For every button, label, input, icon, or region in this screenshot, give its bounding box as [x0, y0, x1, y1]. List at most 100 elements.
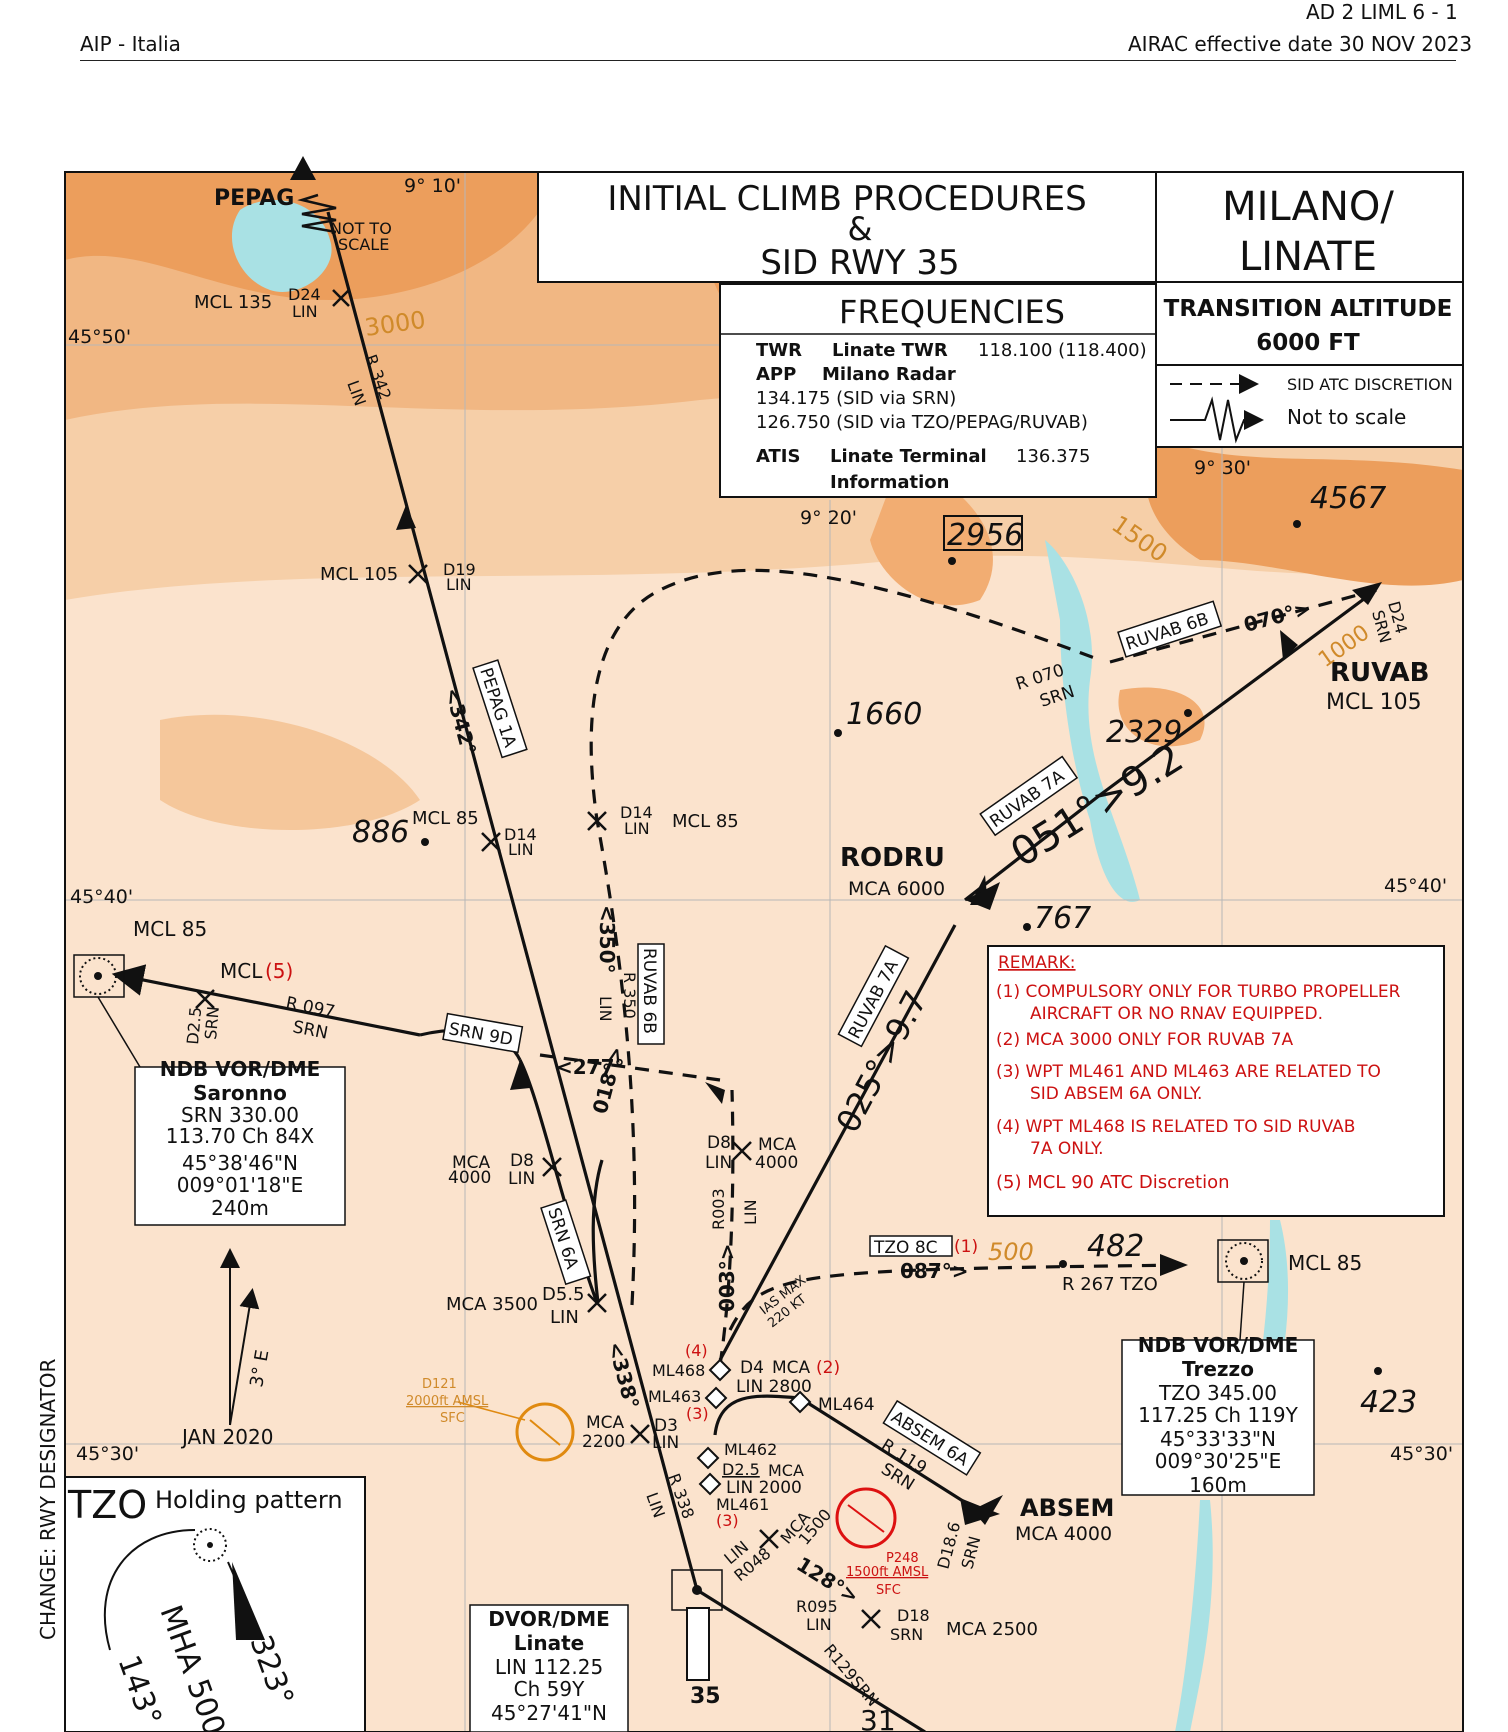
label-r095: R095 — [796, 1597, 838, 1616]
header-left: AIP - Italia — [80, 32, 181, 56]
remarks-box: REMARK: (1) COMPULSORY ONLY FOR TURBO PR… — [987, 945, 1445, 1217]
label-not-to-scale-2: SCALE — [338, 235, 389, 254]
label-d8b-lin: LIN — [705, 1153, 732, 1173]
runway-35 — [686, 1607, 710, 1681]
elevation-886: 886 — [352, 815, 409, 850]
trezzo-info-box: NDB VOR/DME Trezzo TZO 345.00 117.25 Ch … — [1121, 1281, 1315, 1497]
trezzo-l1: NDB VOR/DME — [1138, 1333, 1299, 1357]
label-course-350: <350° — [595, 905, 619, 974]
lat-45-50: 45°50' — [68, 326, 131, 348]
label-d25-srn: D2.5 — [183, 1006, 205, 1045]
lon-9-20: 9° 20' — [800, 507, 857, 529]
label-r003-lin: LIN — [741, 1199, 760, 1225]
frequencies-box: FREQUENCIES TWR Linate TWR 118.100 (118.… — [719, 283, 1157, 498]
legend-dashed: SID ATC DISCRETION — [1287, 375, 1453, 394]
label-ml461-note: (3) — [716, 1511, 739, 1530]
trezzo-l2: Trezzo — [1182, 1357, 1254, 1381]
label-ml462: ML462 — [724, 1440, 777, 1459]
elevation-2329: 2329 — [1106, 715, 1182, 750]
route-r003 — [718, 1089, 735, 1366]
grid-labels: 45°50' 45°40' 45°40' 45°30' 45°30' 9° 10… — [68, 175, 1453, 1465]
header-page-id: AD 2 LIML 6 - 1 — [1306, 0, 1458, 24]
saronno-info-box: NDB VOR/DME Saronno SRN 330.00 113.70 Ch… — [97, 996, 346, 1226]
label-course-087: 087°> — [900, 1259, 969, 1283]
tzo-arrow — [1160, 1254, 1188, 1276]
arrowheads — [290, 156, 1382, 1525]
legend-zigzag: Not to scale — [1287, 405, 1406, 429]
route-srn-9d-dash — [539, 1053, 721, 1082]
freq-atis-label: ATIS — [756, 446, 800, 467]
transition-line1: TRANSITION ALTITUDE — [1164, 296, 1453, 322]
linate-l5: 45°27'41"N — [491, 1701, 607, 1725]
freq-twr-label: TWR — [756, 340, 802, 361]
label-d25-lin: D2.5 — [722, 1460, 760, 1479]
label-course-31: 31 — [860, 1704, 896, 1732]
navaid-linate-symbol — [671, 1569, 723, 1681]
remark-2: (2) MCA 3000 ONLY FOR RUVAB 7A — [996, 1030, 1294, 1050]
label-tzo-8c-group: TZO 8C — [869, 1235, 953, 1258]
label-d4-mca: MCA — [772, 1358, 811, 1378]
lat-45-30-left: 45°30' — [76, 1443, 139, 1465]
holding-tzo: TZO — [67, 1483, 147, 1527]
label-mcl-5: MCL — [220, 959, 263, 983]
rnav-waypoints — [696, 1358, 812, 1496]
title-box: INITIAL CLIMB PROCEDURES & SID RWY 35 — [537, 171, 1157, 283]
label-d14-b-lin: LIN — [624, 819, 650, 838]
label-r350: R 350 — [620, 972, 639, 1019]
elevation-4567: 4567 — [1310, 481, 1386, 516]
route-south — [696, 1588, 926, 1732]
header-airac: AIRAC effective date 30 NOV 2023 — [1128, 32, 1473, 56]
wpt-ml463 — [704, 1386, 728, 1410]
ruvab-arrow — [1352, 582, 1382, 605]
freq-app-2: 126.750 (SID via TZO/PEPAG/RUVAB) — [756, 412, 1088, 433]
trezzo-l3: TZO 345.00 — [1158, 1381, 1277, 1405]
linate-vor-box: DVOR/DME Linate LIN 112.25 Ch 59Y 45°27'… — [469, 1604, 629, 1732]
absem-arrow — [960, 1498, 1000, 1525]
label-d24: D24 — [288, 285, 321, 304]
lat-45-40-left: 45°40' — [70, 886, 133, 908]
label-lin-2800: LIN 2800 — [736, 1377, 812, 1397]
label-d4: D4 — [740, 1358, 764, 1378]
label-d14-b: D14 — [620, 803, 653, 822]
label-p248: P248 — [886, 1551, 919, 1566]
saronno-l6: 009°01'18"E — [177, 1173, 303, 1197]
title-amp: & — [848, 210, 873, 248]
transition-line2: 6000 FT — [1256, 330, 1360, 356]
label-mcl85-b: MCL 85 — [672, 811, 739, 832]
linate-l3: LIN 112.25 — [495, 1655, 603, 1679]
label-d8a-lin: LIN — [508, 1169, 535, 1189]
label-mca-2000: MCA — [768, 1461, 804, 1480]
label-ml464: ML464 — [818, 1395, 875, 1415]
saronno-l5: 45°38'46"N — [182, 1151, 298, 1175]
label-lin-2000: LIN 2000 — [726, 1478, 802, 1498]
label-mca-d8b: MCA — [758, 1135, 797, 1155]
freq-app-name: Milano Radar — [822, 364, 956, 385]
label-d14-a-lin: LIN — [508, 840, 534, 859]
lon-9-10: 9° 10' — [404, 175, 461, 197]
fix-crosses — [195, 289, 881, 1629]
linate-l2: Linate — [514, 1631, 584, 1655]
route-ruvab-7a-upper — [1099, 588, 1377, 797]
holding-label: Holding pattern — [155, 1486, 343, 1514]
navaid-saronno-symbol — [73, 954, 125, 998]
label-runway-35: 35 — [690, 1684, 721, 1709]
label-mca-2200-value: 2200 — [582, 1432, 625, 1452]
lat-45-30-right: 45°30' — [1390, 1443, 1453, 1465]
trezzo-l6: 009°30'25"E — [1155, 1449, 1281, 1473]
label-p248-sfc: SFC — [876, 1583, 901, 1598]
restricted-area-p248 — [835, 1487, 897, 1549]
label-pepag: PEPAG — [214, 186, 294, 211]
label-mcl105: MCL 105 — [320, 564, 398, 585]
label-r095-lin: LIN — [806, 1615, 832, 1634]
freq-twr-name: Linate TWR — [832, 340, 948, 361]
label-p248-alt: 1500ft AMSL — [846, 1565, 929, 1580]
wpt-ml461 — [698, 1472, 722, 1496]
saronno-l1: NDB VOR/DME — [160, 1057, 321, 1081]
label-ml463: ML463 — [648, 1387, 701, 1406]
label-absem-mca: MCA 4000 — [1015, 1523, 1112, 1545]
label-r350-lin: LIN — [596, 996, 615, 1022]
linate-l1: DVOR/DME — [488, 1607, 610, 1631]
magnetic-variation: JAN 2020 3° E — [180, 1248, 273, 1449]
label-d8b: D8 — [707, 1133, 731, 1153]
